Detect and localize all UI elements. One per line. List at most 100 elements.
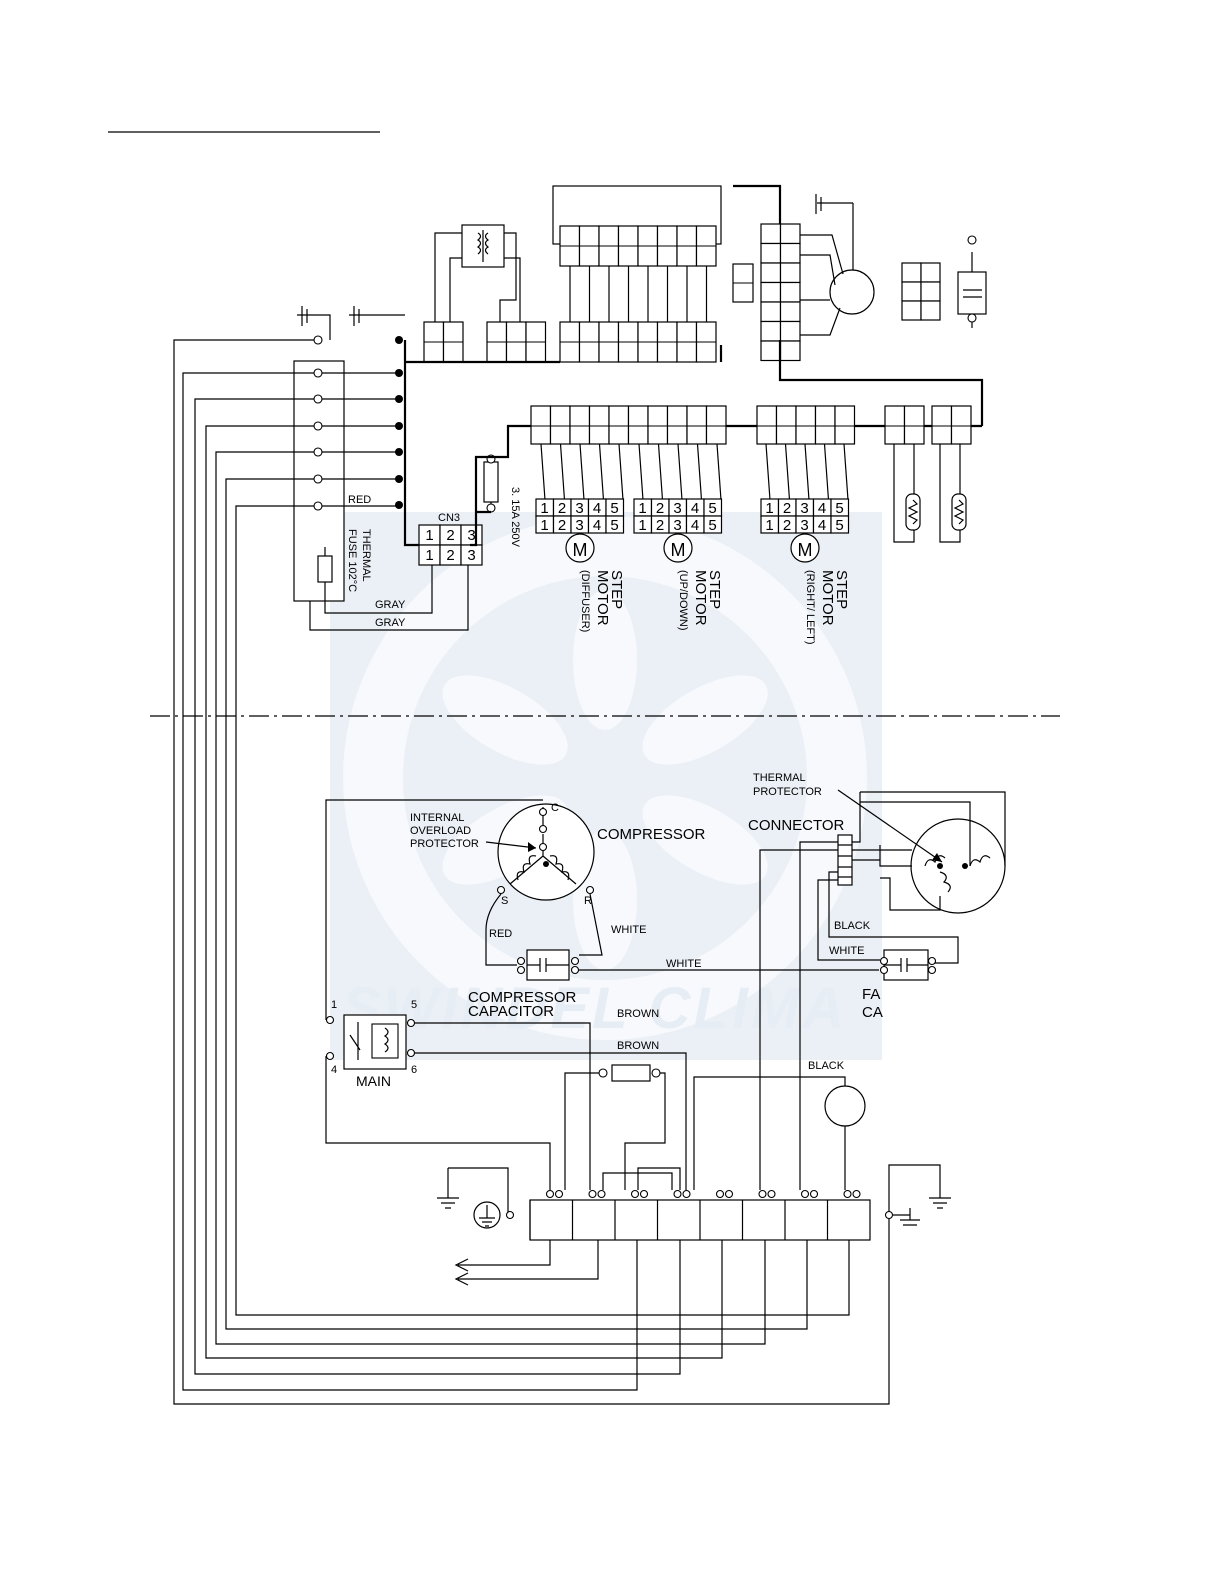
transformer-coil: [476, 230, 490, 262]
connector-label: CONNECTOR: [748, 817, 845, 834]
indoor-terminal: [313, 335, 323, 345]
outdoor-terminal-screw: [715, 1189, 725, 1199]
step-board-connector-cell: [647, 405, 669, 445]
fan-connector-cell: [779, 242, 801, 264]
step-motor-pin-number: 5: [610, 500, 618, 517]
step-motor-pin-number: 1: [638, 500, 646, 517]
step-board-connector-cell: [756, 405, 778, 445]
fan-capacitor-connector-cell: [920, 281, 941, 302]
wire-color-brown-1: BROWN: [617, 1008, 659, 1020]
step-motor-pin-number: 2: [558, 500, 566, 517]
step-board-connector-cell: [775, 405, 797, 445]
outdoor-terminal-screw: [639, 1189, 649, 1199]
fan-connector-cell: [760, 301, 782, 323]
step-motor-symbol: [565, 533, 595, 563]
step-motor-pin-number: 5: [835, 517, 843, 534]
step-motor-pin-number: 2: [656, 500, 664, 517]
indoor-terminal: [313, 368, 323, 378]
indoor-terminal: [313, 394, 323, 404]
thermal-protector-label-1: THERMAL: [753, 772, 806, 784]
wire-color-gray-2: GRAY: [375, 617, 406, 629]
outdoor-terminal-screw: [673, 1189, 682, 1199]
fan-capacitor-connector-cell: [920, 262, 941, 283]
step-motor-pin: [830, 515, 850, 534]
step-motor-pin-number: 3: [575, 517, 583, 534]
fan-motor-capacitor: [957, 271, 987, 315]
outdoor-small-motor: [824, 1085, 866, 1127]
terminal-r-label: R: [584, 895, 592, 907]
step-board-connector-cell: [795, 405, 817, 445]
wire-color-black-2: BLACK: [808, 1060, 845, 1072]
wire-color-brown-2: BROWN: [617, 1040, 659, 1052]
fan-capacitor-connector-cell: [901, 262, 922, 283]
interconnect-wire: [173, 339, 890, 1405]
fan-capacitor-connector-cell: [920, 300, 941, 321]
fan-connector-cell: [779, 320, 801, 342]
step-motor-pin-number: 1: [765, 500, 773, 517]
thermal-fuse-label-2: FUSE 102°C: [346, 529, 358, 592]
outdoor-terminal-screw: [724, 1189, 734, 1199]
outdoor-terminal-screw: [758, 1189, 767, 1199]
interconnect-wire: [225, 478, 808, 1330]
step-motor-pin-number: 3: [800, 500, 808, 517]
cn3-pin-number: 3: [467, 547, 475, 564]
step-motor-pin-number: 1: [638, 517, 646, 534]
step-motor-pin-number: 5: [835, 500, 843, 517]
step-motor-pin-number: 3: [673, 500, 681, 517]
step-motor-pin-number: 4: [593, 500, 601, 517]
outdoor-terminal-screw: [545, 1189, 555, 1199]
step-motor-pin-number: 2: [656, 517, 664, 534]
step-board-connector-cell: [884, 405, 906, 445]
step-board-connector-cell: [903, 405, 925, 445]
outdoor-terminal-screw: [588, 1189, 597, 1199]
fan-connector-cell: [760, 262, 782, 284]
step-motor-pin-number: 5: [708, 500, 716, 517]
fan-capacitor-label-1: FA: [862, 986, 880, 1003]
outdoor-terminal-screw: [852, 1189, 861, 1199]
step-motor-symbol: [663, 533, 693, 563]
fuse-rating: 3. 15A 250V: [509, 487, 521, 548]
step-board-connector-cell: [834, 405, 856, 445]
relay-main-label: MAIN: [356, 1073, 391, 1089]
outdoor-terminal-screw: [843, 1189, 852, 1199]
step-motor-pin: [703, 515, 723, 534]
relay-pin-5: 5: [411, 999, 417, 1011]
step-motor-label-2: MOTOR: [819, 570, 836, 626]
overload-label-2: OVERLOAD: [410, 825, 471, 837]
compressor-label: COMPRESSOR: [597, 826, 706, 843]
cn3-label: CN3: [438, 512, 460, 524]
wire-color-gray-1: GRAY: [375, 599, 406, 611]
indoor-terminal: [313, 474, 323, 484]
wire-color-red-top: RED: [348, 494, 371, 506]
compressor-capacitor-label-2: CAPACITOR: [468, 1003, 554, 1020]
step-motor-pin-number: 4: [818, 517, 826, 534]
step-motor-label-1: STEP: [833, 570, 850, 609]
step-motor-pin-number: 2: [783, 517, 791, 534]
fan-capacitor-connector-cell: [901, 281, 922, 302]
cn3-pin-number: 1: [425, 527, 433, 544]
compressor-symbol: [497, 803, 595, 901]
outdoor-terminal-screw: [630, 1189, 640, 1199]
step-motor-pin-number: 1: [540, 517, 548, 534]
outdoor-unit: COMPRESSOR C S R INTERNAL OVERLOAD PROTE…: [325, 772, 1006, 1286]
fan-capacitor-connector-cell: [901, 300, 922, 321]
thermal-protector-label-2: PROTECTOR: [753, 786, 822, 798]
wire-color-white-compressor: WHITE: [611, 924, 646, 936]
step-board-connector-cell: [705, 405, 727, 445]
fan-connector-cell: [760, 242, 782, 264]
interconnect-wire: [182, 372, 638, 1391]
step-board-connector-cell: [666, 405, 688, 445]
step-motor-label-2: MOTOR: [594, 570, 611, 626]
step-motor-pin-number: 3: [673, 517, 681, 534]
step-motor-label-3: (UP/DOWN): [677, 570, 689, 631]
indoor-terminal: [313, 447, 323, 457]
interconnect-wire: [235, 505, 850, 1316]
outdoor-terminal-screw: [809, 1189, 819, 1199]
step-board-connector-cell: [950, 405, 972, 445]
step-motor-pin: [605, 515, 625, 534]
step-motor-label-3: (RIGHT/ LEFT): [804, 570, 816, 645]
outdoor-terminal-screw: [767, 1189, 776, 1199]
indoor-terminal: [313, 421, 323, 431]
motor-symbol-letter: M: [671, 540, 686, 560]
wire-color-black-1: BLACK: [834, 920, 871, 932]
